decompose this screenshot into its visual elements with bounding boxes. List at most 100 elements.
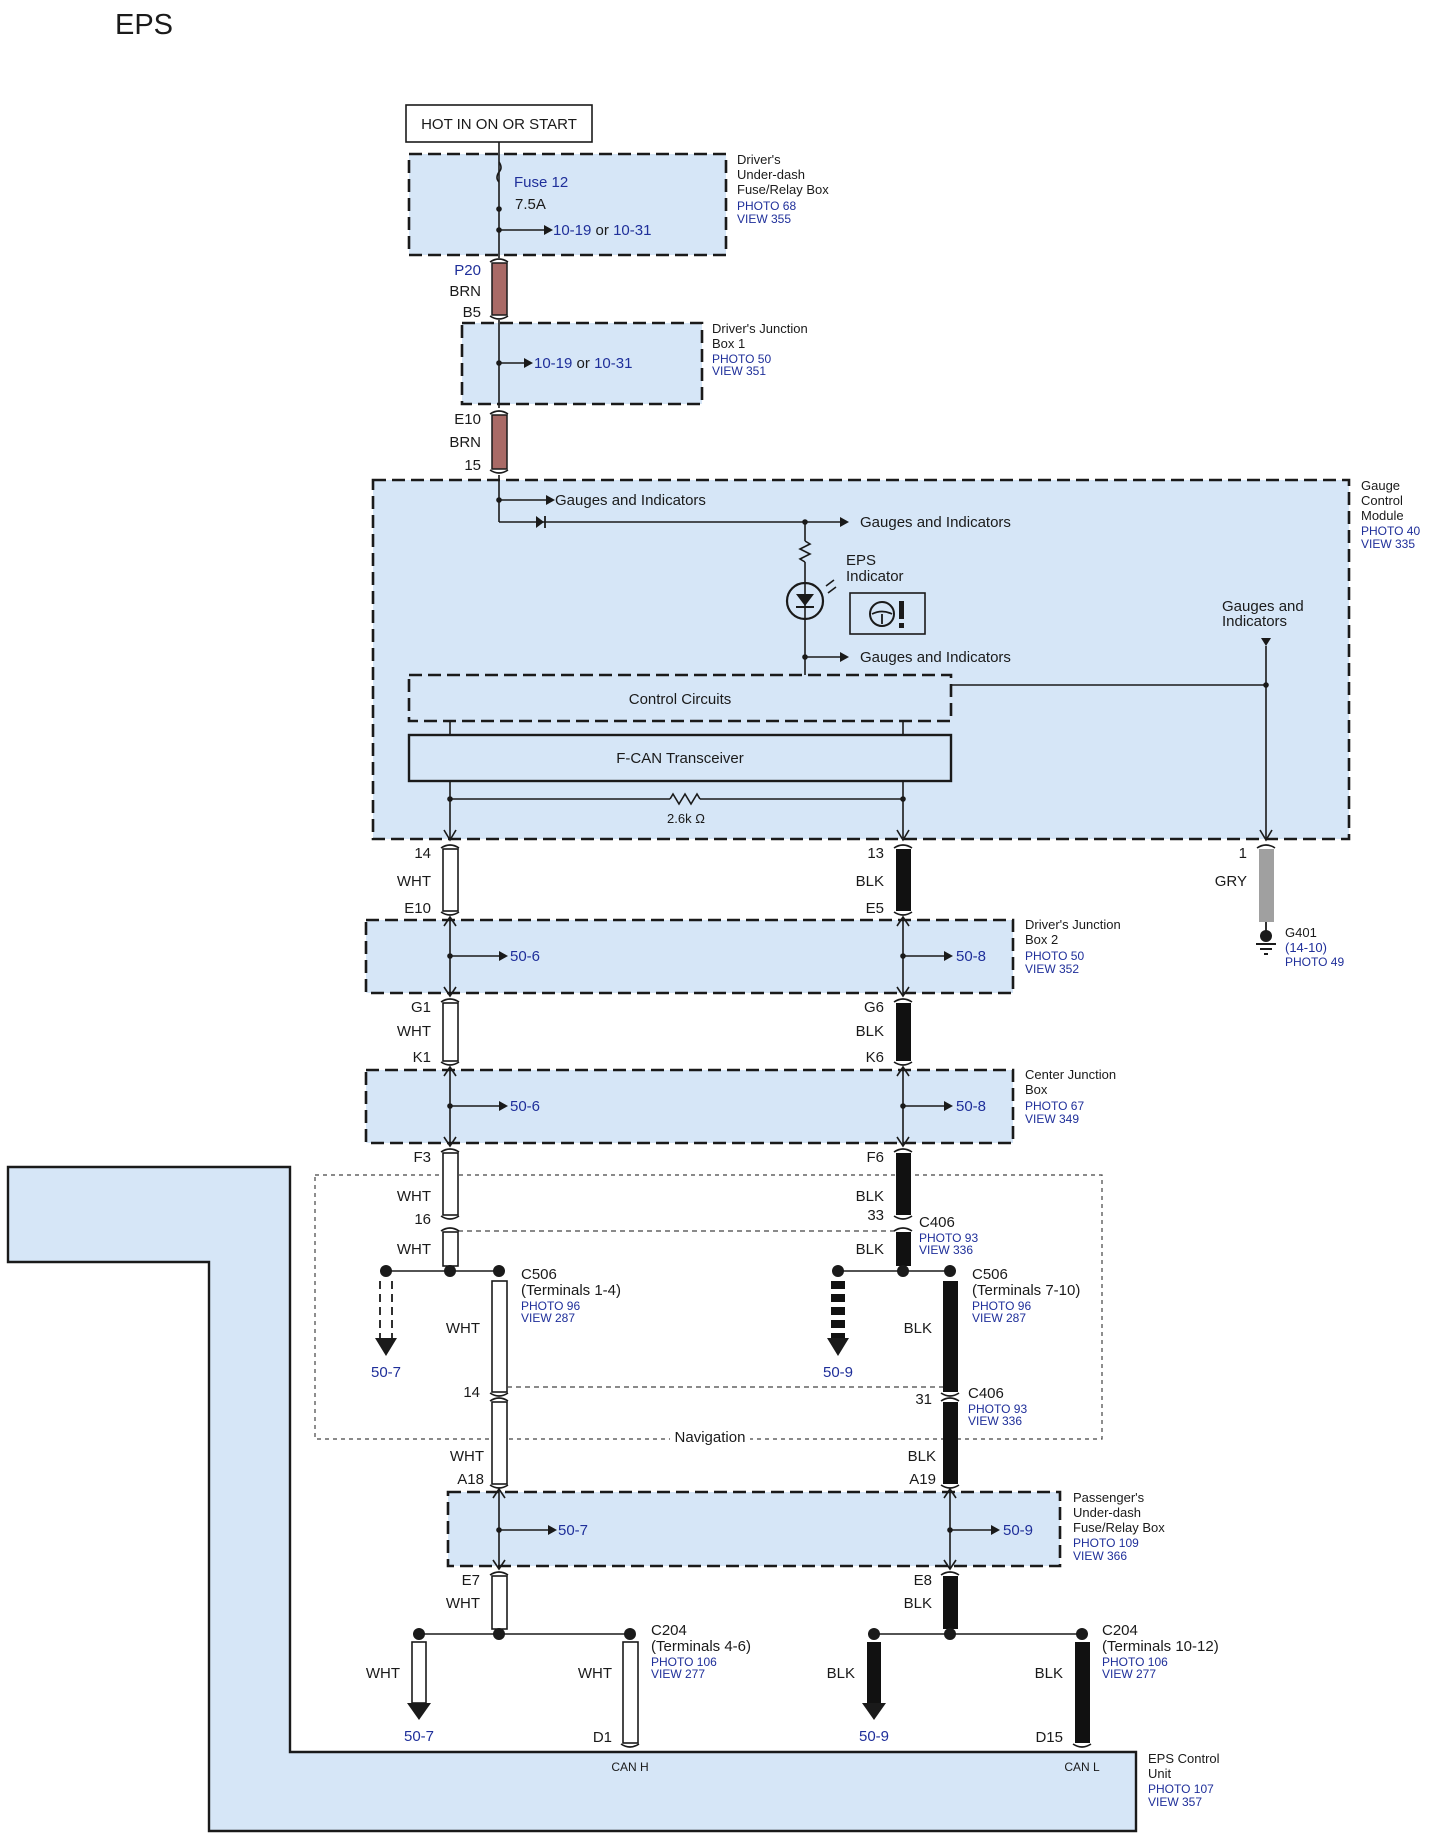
cjb-right-color2: BLK <box>856 1241 884 1258</box>
navigation-label: Navigation <box>675 1429 746 1446</box>
eps-warning-symbol <box>849 592 926 635</box>
c204-left-branch-ref: 50-7 <box>404 1728 434 1745</box>
djb2-name: Driver's Junction Box 2 <box>1025 917 1124 947</box>
wire-blk-c506 <box>943 1281 958 1392</box>
supply-box <box>405 104 593 143</box>
c406-top-photo: PHOTO 93 <box>919 1231 978 1245</box>
djb2-left-bottom: K1 <box>413 1049 431 1066</box>
wire-brn-2 <box>491 414 508 470</box>
gcm-left-conn: E10 <box>404 900 431 917</box>
gcm-name: Gauge Control Module <box>1361 478 1407 523</box>
wire-blk-can-l <box>1075 1642 1090 1743</box>
c406-bottom-photo: PHOTO 93 <box>968 1402 1027 1416</box>
djb2-left-top: G1 <box>411 999 431 1016</box>
wire2-top-pin: E10 <box>454 411 481 428</box>
lower-left-color: WHT <box>446 1595 480 1612</box>
c506-right-ref: 50-9 <box>823 1364 853 1381</box>
resistor-label: 2.6k Ω <box>667 811 705 826</box>
djb1-photo: PHOTO 50 <box>712 352 771 366</box>
eps-indicator-label: EPS Indicator <box>846 552 904 585</box>
gauges-label-1: Gauges and Indicators <box>555 492 706 509</box>
pufrb-left-bottom: A18 <box>457 1471 484 1488</box>
passengers-fuse-relay-box <box>446 1490 1062 1568</box>
fuse-box-ref: 10-19 or 10-31 <box>553 222 651 239</box>
f-can-transceiver <box>407 733 953 783</box>
c506-right-pin: 31 <box>915 1391 932 1408</box>
wire-wht-3 <box>442 1152 459 1216</box>
c406-top-view: VIEW 336 <box>919 1243 973 1257</box>
c204-right-branch-color: BLK <box>827 1665 855 1682</box>
c506-left-color: WHT <box>446 1320 480 1337</box>
eps-unit-view: VIEW 357 <box>1148 1795 1202 1809</box>
wire-wht-6 <box>491 1575 508 1630</box>
pufrb-photo: PHOTO 109 <box>1073 1536 1139 1550</box>
supply-label: HOT IN ON OR START <box>421 116 577 133</box>
wire1-top-pin: P20 <box>454 262 481 279</box>
eps-unit-photo: PHOTO 107 <box>1148 1782 1214 1796</box>
c204-right-view: VIEW 277 <box>1102 1667 1156 1681</box>
wire-blk-2 <box>896 1003 911 1061</box>
control-circuits-label: Control Circuits <box>629 691 732 708</box>
cjb-right-pin33: 33 <box>867 1207 884 1224</box>
pufrb-view: VIEW 366 <box>1073 1549 1127 1563</box>
lower-right-top: E8 <box>914 1572 932 1589</box>
cjb-right-color: BLK <box>856 1188 884 1205</box>
branch-50-9-nav <box>827 1281 849 1356</box>
wire-blk-5 <box>943 1402 958 1484</box>
page-title: EPS <box>115 9 173 41</box>
ground-ref: (14-10) <box>1285 940 1327 955</box>
c506-left-pin: 14 <box>463 1384 480 1401</box>
pufrb-ref-left: 50-7 <box>558 1522 588 1539</box>
fuse-box-name: Driver's Under-dash Fuse/Relay Box <box>737 152 829 197</box>
gcm-right-color: BLK <box>856 873 884 890</box>
gcm-right-pin: 13 <box>867 845 884 862</box>
c204-left-photo: PHOTO 106 <box>651 1655 717 1669</box>
djb1-ref: 10-19 or 10-31 <box>534 355 632 372</box>
cjb-view: VIEW 349 <box>1025 1112 1079 1126</box>
lower-right-color: BLK <box>904 1595 932 1612</box>
djb2-left-color: WHT <box>397 1023 431 1040</box>
steering-wheel-icon <box>869 601 895 627</box>
djb2-view: VIEW 352 <box>1025 962 1079 976</box>
ground-icon <box>1256 922 1276 955</box>
c204-left-view: VIEW 277 <box>651 1667 705 1681</box>
cjb-left-pin16: 16 <box>414 1211 431 1228</box>
c506-right-color: BLK <box>904 1320 932 1337</box>
c506-left-ref: 50-7 <box>371 1364 401 1381</box>
c204-left-pin: D1 <box>593 1729 612 1746</box>
gcm-view: VIEW 335 <box>1361 537 1415 551</box>
gauges-label-4: Gauges and Indicators <box>1222 598 1308 630</box>
eps-control-unit <box>6 1165 1138 1833</box>
branch-wht-50-7 <box>411 1641 427 1704</box>
wire-blk-gcm <box>896 849 911 911</box>
fuse-rating: 7.5A <box>515 196 546 213</box>
c204-right-photo: PHOTO 106 <box>1102 1655 1168 1669</box>
c506-right-terms: (Terminals 7-10) <box>972 1282 1080 1299</box>
c204-right-branch-ref: 50-9 <box>859 1728 889 1745</box>
c204-left-name: C204 <box>651 1622 687 1639</box>
cjb-left-color2: WHT <box>397 1241 431 1258</box>
fuse-box-photo: PHOTO 68 <box>737 199 796 213</box>
c506-right-photo: PHOTO 96 <box>972 1299 1031 1313</box>
c506-left-view: VIEW 287 <box>521 1311 575 1325</box>
can-h-label: CAN H <box>611 1760 648 1774</box>
wire-wht-4 <box>442 1231 459 1267</box>
c204-right-name: C204 <box>1102 1622 1138 1639</box>
eps-unit-name: EPS Control Unit <box>1148 1751 1223 1781</box>
djb2-ref-right: 50-8 <box>956 948 986 965</box>
cjb-ref-right: 50-8 <box>956 1098 986 1115</box>
c204-right-color: BLK <box>1035 1665 1063 1682</box>
pufrb-right-color: BLK <box>908 1448 936 1465</box>
c506-left-terms: (Terminals 1-4) <box>521 1282 621 1299</box>
gauges-label-3: Gauges and Indicators <box>860 649 1011 666</box>
c204-left-branch-color: WHT <box>366 1665 400 1682</box>
lower-left-top: E7 <box>462 1572 480 1589</box>
cjb-name: Center Junction Box <box>1025 1067 1120 1097</box>
c406-bottom-view: VIEW 336 <box>968 1414 1022 1428</box>
gcm-left-pin: 14 <box>414 845 431 862</box>
fuse-label: Fuse 12 <box>514 174 568 191</box>
ground-photo: PHOTO 49 <box>1285 955 1344 969</box>
pufrb-name: Passenger's Under-dash Fuse/Relay Box <box>1073 1490 1165 1535</box>
gcm-right-conn: E5 <box>866 900 884 917</box>
